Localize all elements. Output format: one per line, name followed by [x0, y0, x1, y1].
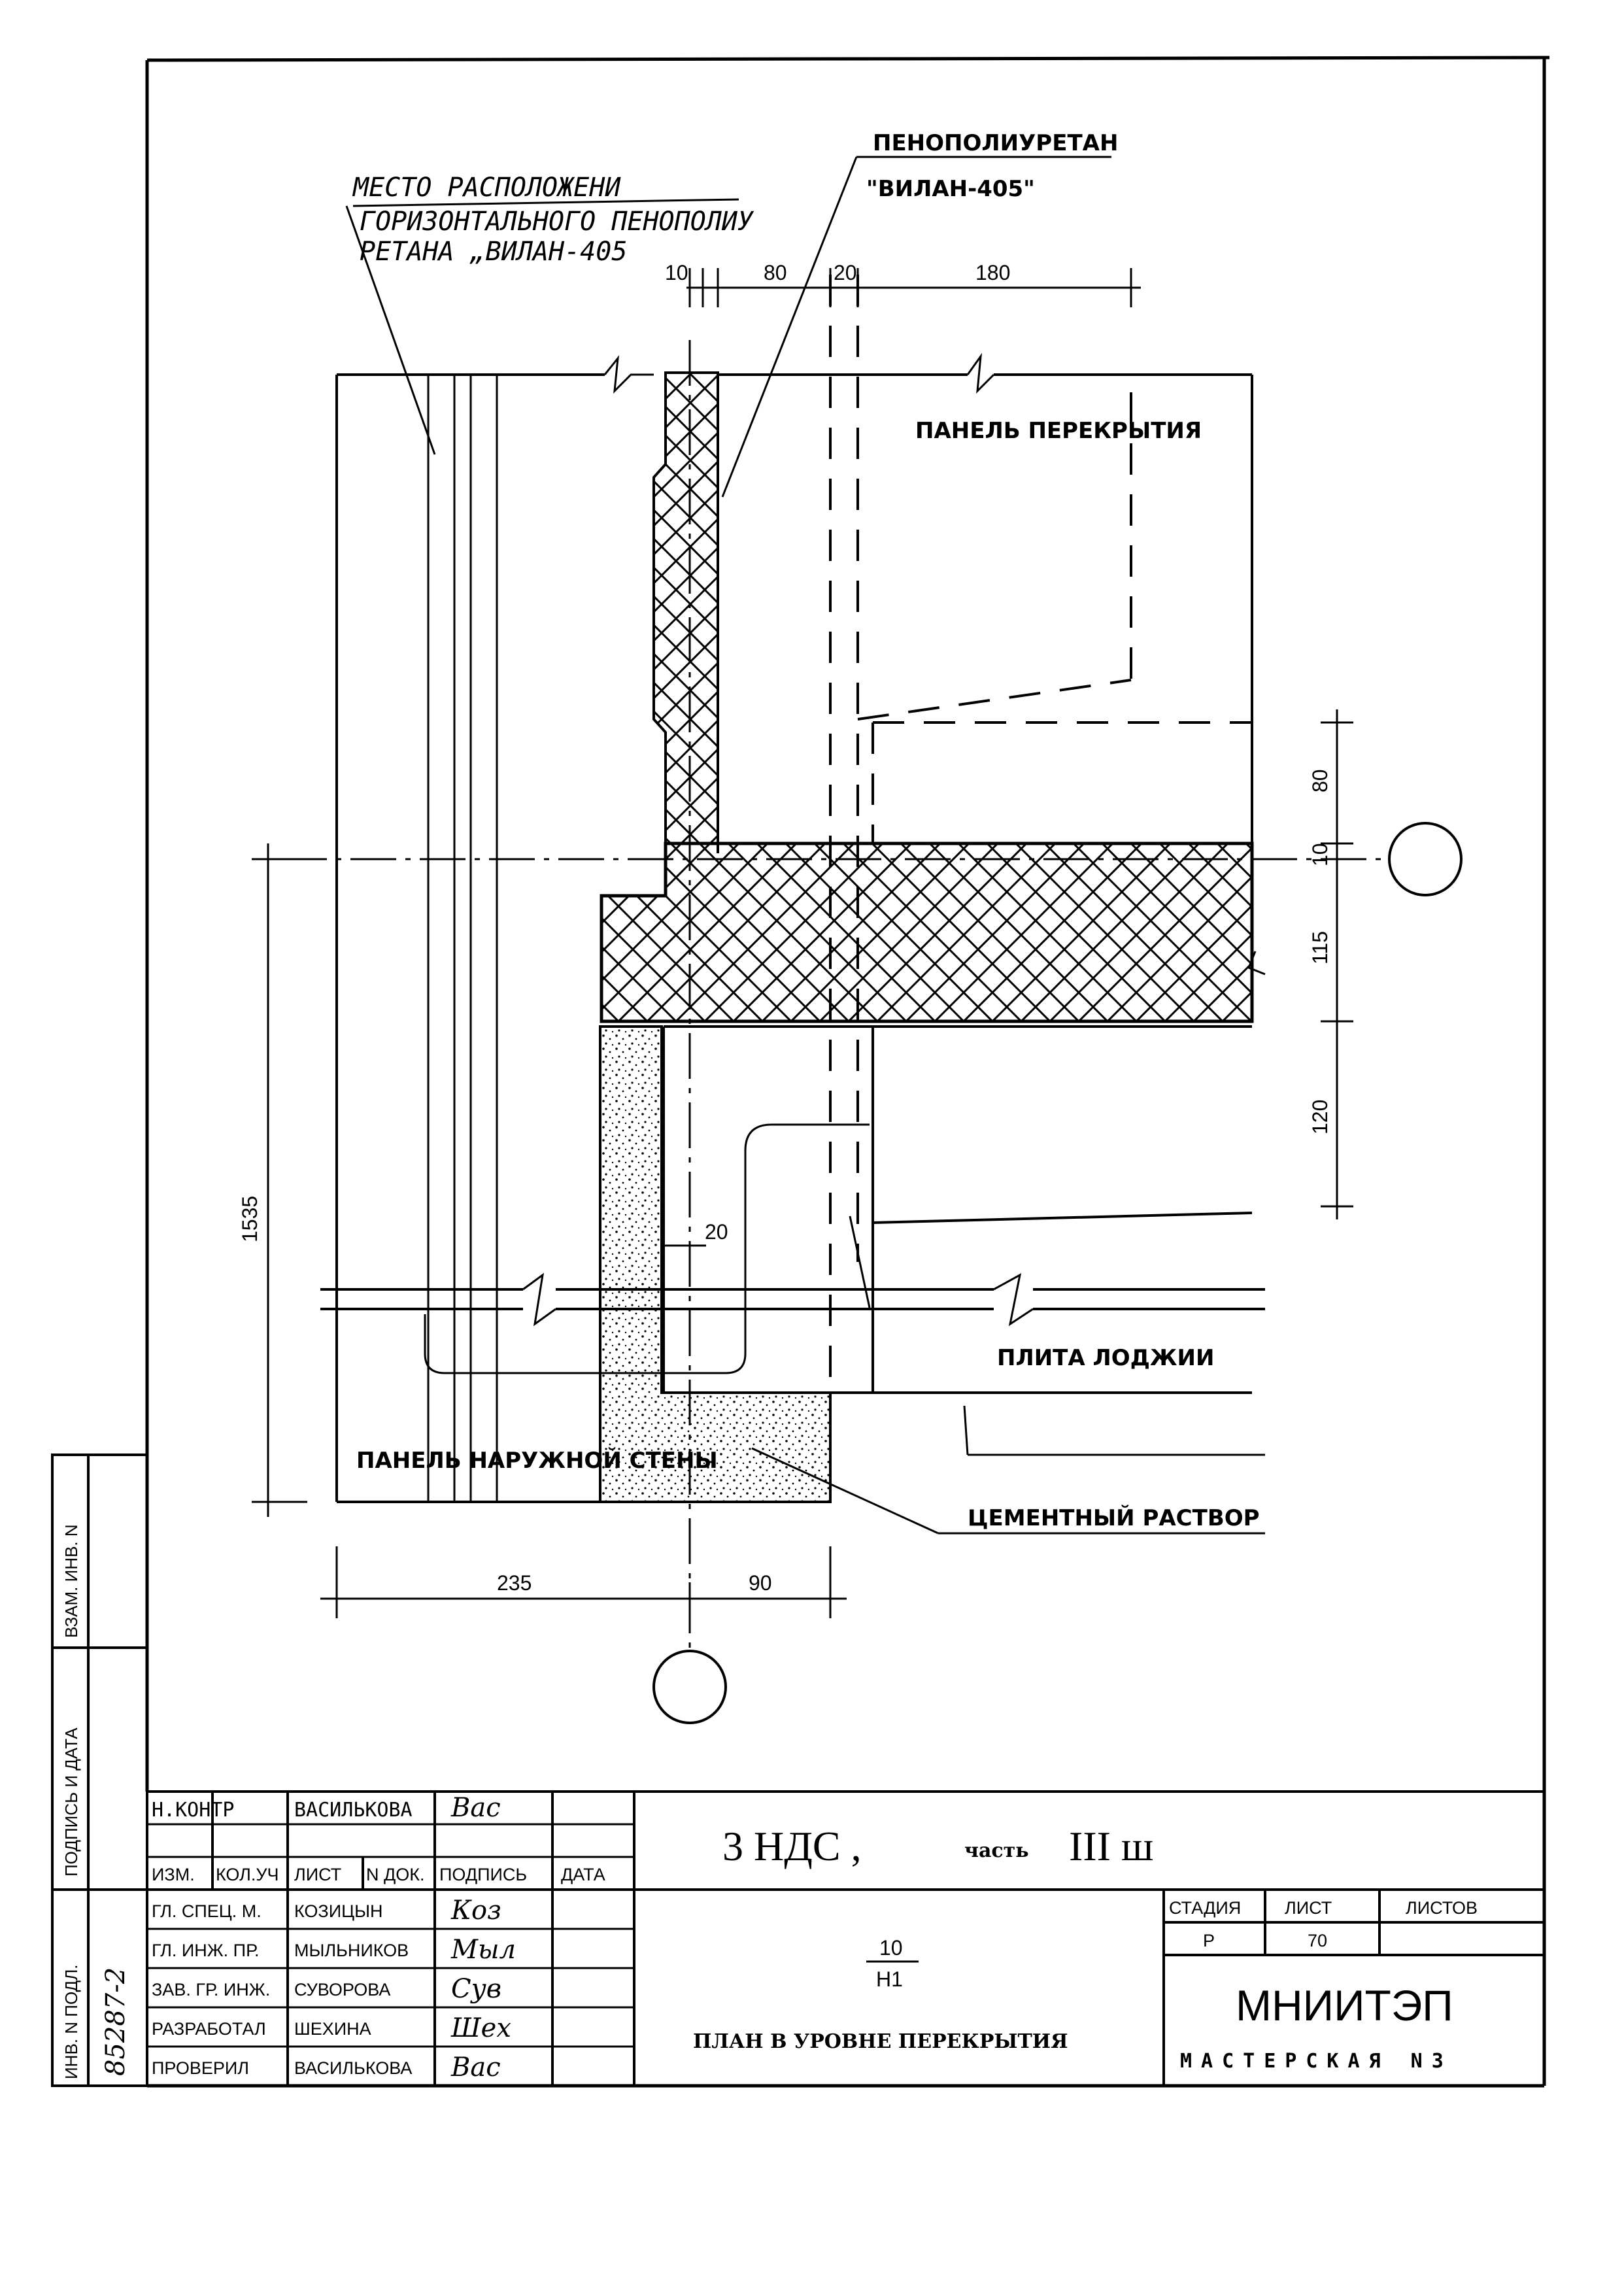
leader-lines [345, 156, 1265, 1535]
tb-staff-signature: Вас [450, 2052, 501, 2082]
side-inv-podl: ИНВ. N ПОДЛ. [61, 1965, 81, 2080]
tb-staff-name: МЫЛЬНИКОВ [294, 1941, 409, 1960]
dim-right-120: 120 [1308, 1100, 1332, 1134]
dim-top-180: 180 [975, 261, 1010, 284]
workshop-name: МАСТЕРСКАЯ N3 [1180, 2050, 1453, 2073]
tb-staff-role: ЗАВ. ГР. ИНЖ. [152, 1980, 270, 1999]
side-stamp [51, 1454, 148, 2087]
project-code: 3 НДС , [722, 1823, 862, 1869]
tb-header-podpis: ПОДПИСЬ [439, 1865, 527, 1884]
dim-top-10: 10 [665, 261, 688, 284]
tb-staff-name: ШЕХИНА [294, 2019, 371, 2039]
vertical-foam-strip [652, 371, 719, 845]
tb-staff-name: СУВОРОВА [294, 1980, 390, 1999]
side-inv-number: 85287-2 [101, 1967, 131, 2076]
tb-staff-role: РАЗРАБОТАЛ [152, 2019, 266, 2039]
axis-lines [281, 340, 1386, 1648]
dim-right-80: 80 [1308, 769, 1332, 792]
tb-staff-name: КОЗИЦЫН [294, 1901, 383, 1921]
sheet-fraction-top: 10 [879, 1936, 903, 1960]
tb-staff-name: ВАСИЛЬКОВА [294, 2058, 412, 2078]
tb-staff-role: ГЛ. СПЕЦ. М. [152, 1901, 262, 1921]
title-block [147, 1790, 1544, 2086]
axis-marker-right [1388, 822, 1463, 896]
loggia-slab [662, 1025, 1253, 1394]
right-dimension-chain [1321, 709, 1353, 1219]
tb-n-kontr-signature: Вас [450, 1793, 501, 1823]
top-dimension-chain [686, 268, 1141, 307]
label-foam-place-line3: РЕТАНА „ВИЛАН-405 [360, 237, 627, 267]
organization-name: МНИИТЭП [1236, 1981, 1453, 2030]
dim-right-115: 115 [1308, 931, 1332, 964]
project-part-number: III ш [1069, 1823, 1153, 1869]
dim-bottom-90: 90 [749, 1571, 772, 1595]
label-cement-mortar: ЦЕМЕНТНЫЙ РАСТВОР [968, 1504, 1260, 1531]
left-dimension [252, 843, 307, 1517]
outer-wall-panel [335, 355, 870, 1503]
tb-staff-role: ГЛ. ИНЖ. ПР. [152, 1941, 259, 1960]
tb-header-izm: ИЗМ. [152, 1865, 195, 1884]
dim-left-1535: 1535 [238, 1196, 262, 1242]
tb-staff-signature: Сув [451, 1974, 501, 2004]
dim-top-80: 80 [764, 261, 787, 284]
label-foam-place-line2: ГОРИЗОНТАЛЬНОГО ПЕНОПОЛИУ [360, 207, 754, 237]
tb-header-kol-uch: КОЛ.УЧ [216, 1865, 279, 1884]
label-loggia-slab: ПЛИТА ЛОДЖИИ [997, 1345, 1214, 1371]
section-break-band [320, 1272, 1265, 1327]
sheet-fraction-bottom: Н1 [876, 1967, 903, 1991]
floor-slab-foam-band [600, 842, 1266, 1023]
side-podpis-data: ПОДПИСЬ И ДАТА [61, 1727, 81, 1877]
tb-staff-signature: Коз [450, 1896, 501, 1926]
label-foam-place-line1: МЕСТО РАСПОЛОЖЕНИ [352, 173, 621, 203]
listov-label: ЛИСТОВ [1406, 1898, 1478, 1918]
stadiya-label: СТАДИЯ [1169, 1898, 1241, 1918]
dim-mid-20: 20 [705, 1220, 728, 1244]
label-floor-panel: ПАНЕЛЬ ПЕРЕКРЫТИЯ [915, 418, 1202, 444]
axis-marker-bottom [652, 1650, 727, 1724]
label-foam-name-line2: "ВИЛАН-405" [866, 176, 1035, 202]
dim-right-10: 10 [1308, 843, 1332, 866]
tb-header-data: ДАТА [561, 1865, 605, 1884]
bottom-dimension-chain [320, 1546, 847, 1618]
project-part-label: часть [964, 1839, 1029, 1862]
sheet-frame [145, 56, 1550, 2088]
tb-staff-signature: Шех [450, 2013, 511, 2043]
tb-staff-role: ПРОВЕРИЛ [152, 2058, 249, 2078]
stadiya-value: Р [1203, 1931, 1215, 1950]
hidden-lines [829, 275, 1252, 1386]
label-foam-name-line1: ПЕНОПОЛИУРЕТАН [873, 130, 1118, 156]
mid-dimension [662, 1232, 706, 1259]
dim-top-20: 20 [834, 261, 857, 284]
floor-panel [718, 352, 1253, 843]
list-value: 70 [1308, 1931, 1327, 1950]
cement-mortar [599, 1025, 832, 1503]
dim-bottom-235: 235 [497, 1571, 532, 1595]
tb-staff-rows: ГЛ. СПЕЦ. М. КОЗИЦЫН Коз ГЛ. ИНЖ. ПР. МЫ… [152, 1896, 516, 2082]
place-label: МЕСТО РАСПОЛОЖЕНИ ГОРИЗОНТАЛЬНОГО ПЕНОПО… [352, 173, 754, 267]
sheet-title: ПЛАН В УРОВНЕ ПЕРЕКРЫТИЯ [693, 2030, 1068, 2053]
list-label: ЛИСТ [1285, 1898, 1332, 1918]
tb-n-kontr-name: ВАСИЛЬКОВА [294, 1799, 413, 1822]
tb-staff-signature: Мыл [450, 1935, 516, 1965]
side-vzam-inv: ВЗАМ. ИНВ. N [61, 1524, 81, 1638]
label-outer-wall: ПАНЕЛЬ НАРУЖНОЙ СТЕНЫ [356, 1447, 718, 1474]
tb-header-n-dok: N ДОК. [366, 1865, 425, 1884]
tb-header-list: ЛИСТ [294, 1865, 341, 1884]
tb-n-kontr-role: Н.КОНТР [152, 1799, 234, 1822]
